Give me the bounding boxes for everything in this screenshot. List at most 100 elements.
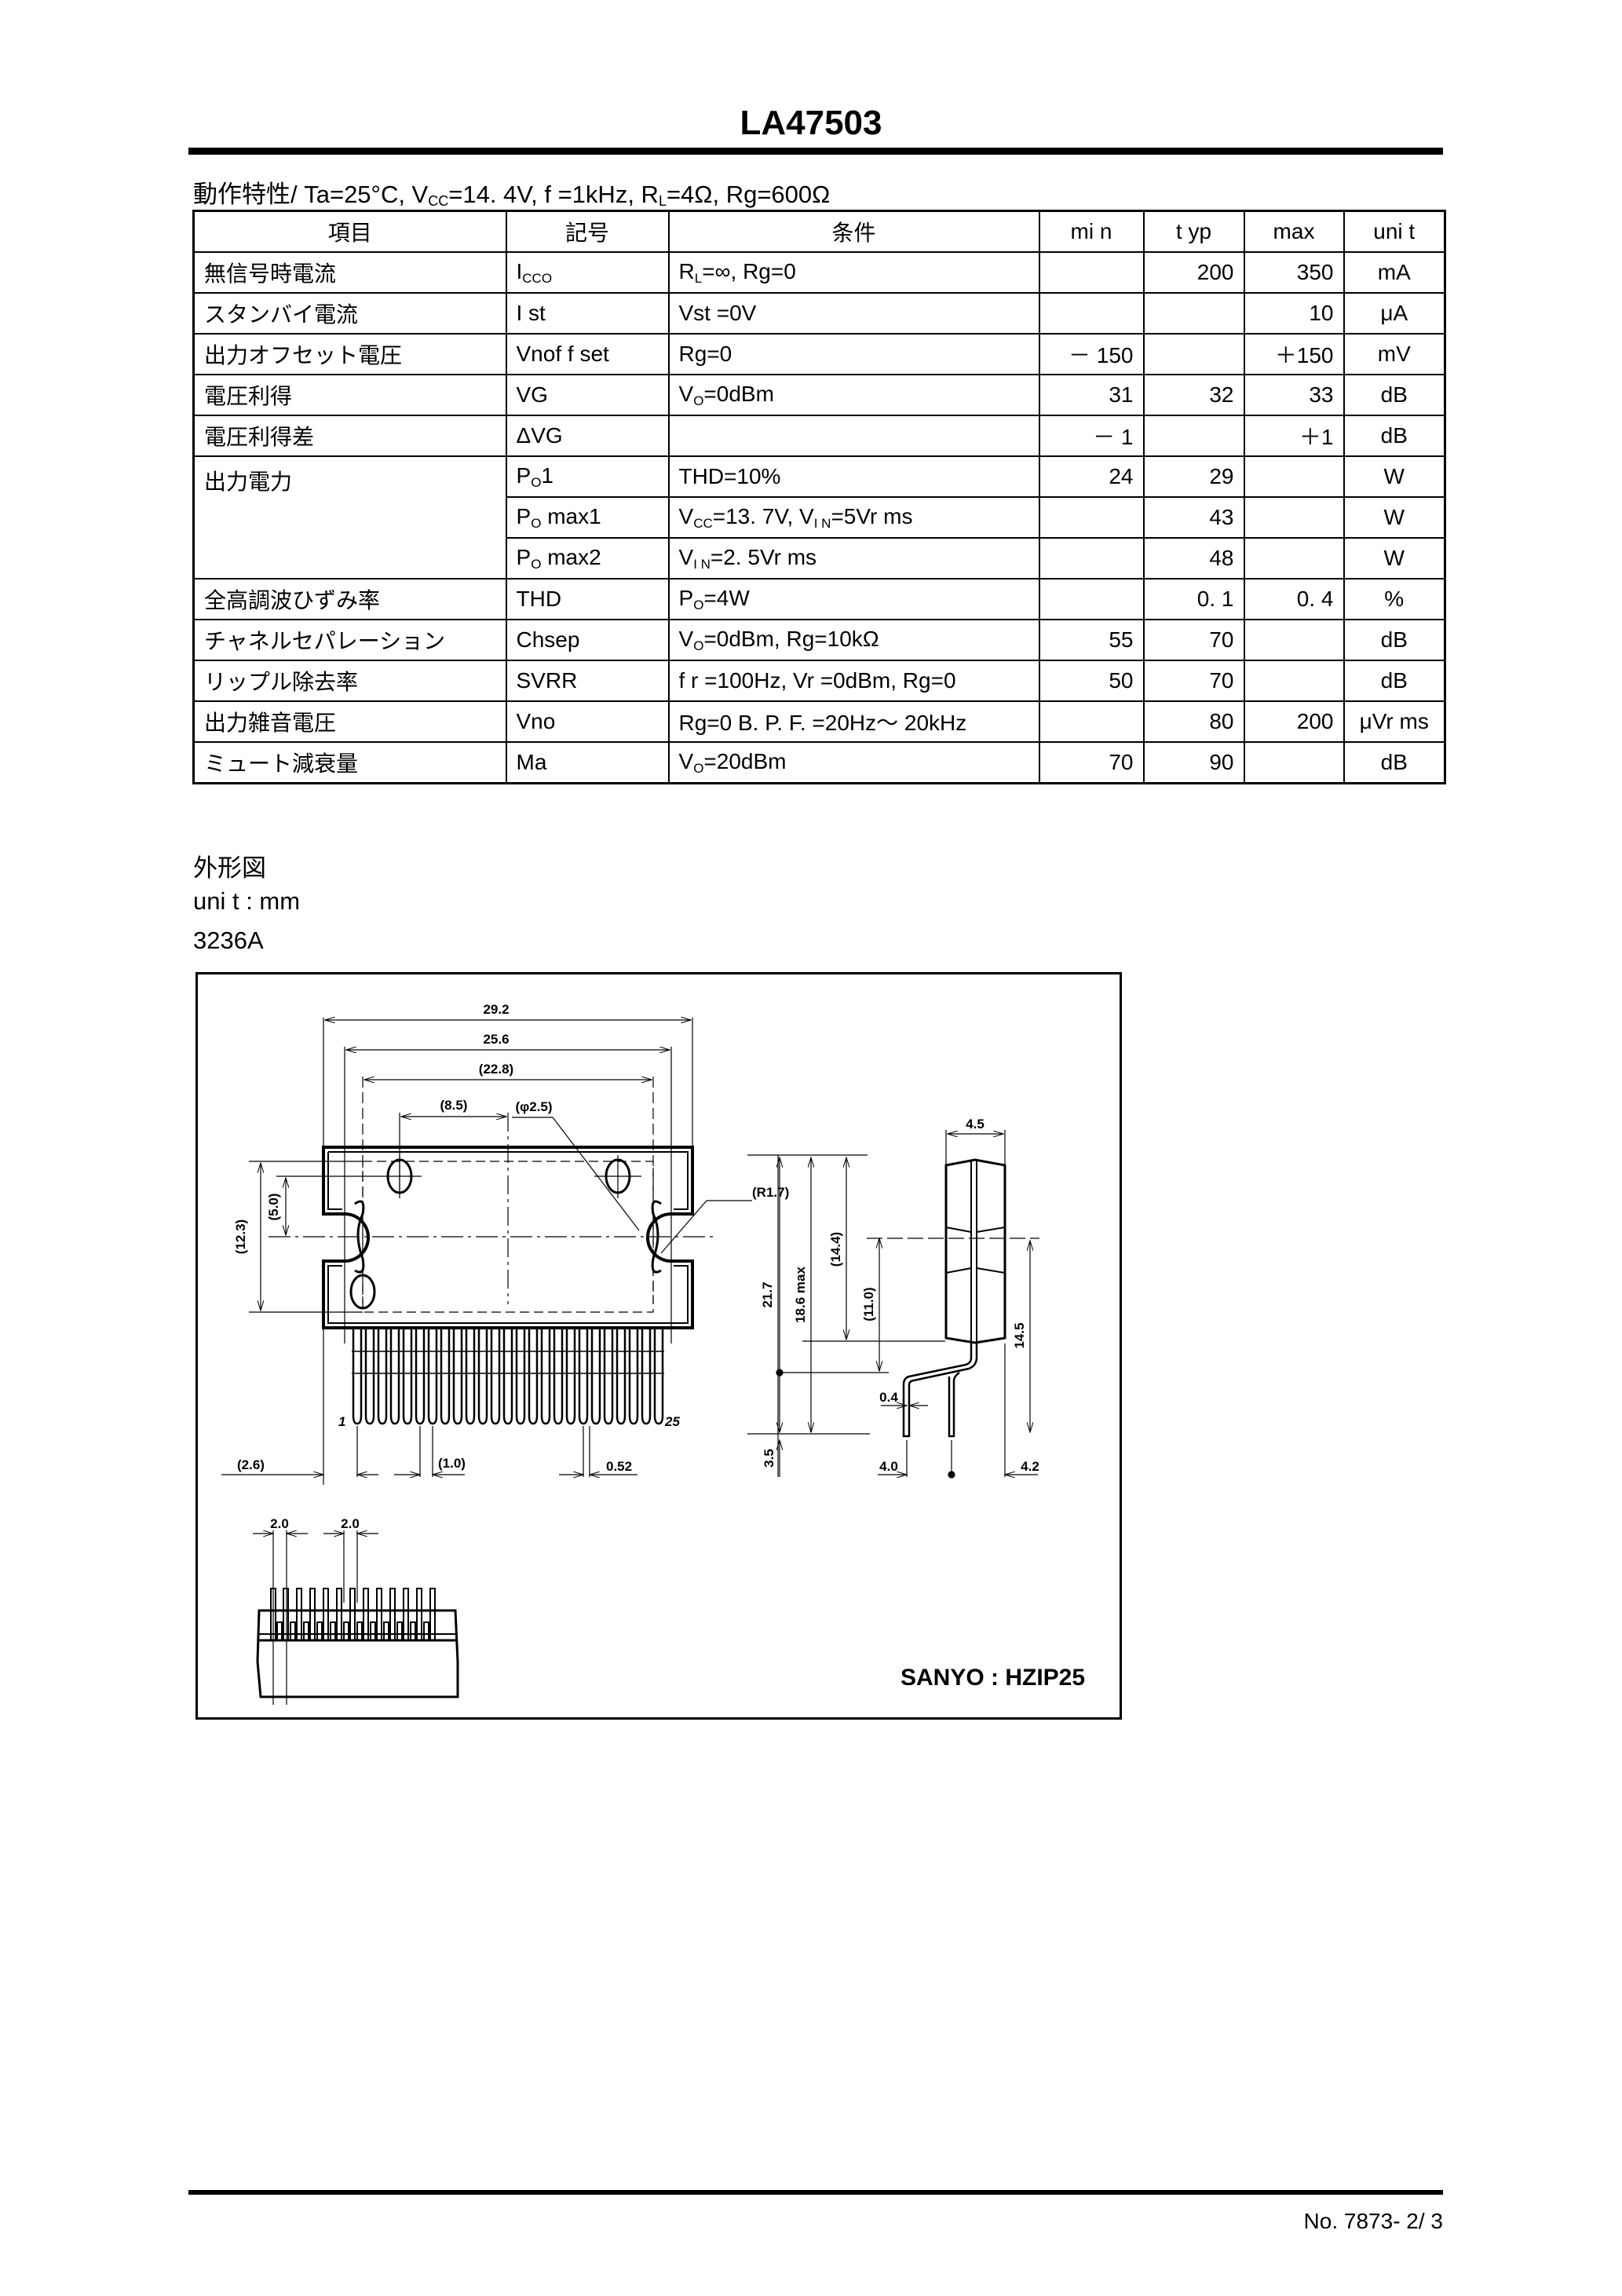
condition-subscript: L [694, 270, 703, 286]
table-row: ミュート減衰量 Ma VO=20dBm 70 90 dB [192, 741, 1446, 784]
cell-unit: μVr ms [1343, 700, 1446, 743]
cell-min [1038, 537, 1145, 579]
cell-condition: VCC=13. 7V, VI N=5Vr ms [667, 496, 1040, 539]
header-item: 項目 [192, 210, 507, 253]
cell-item: 出力雑音電圧 [192, 700, 507, 743]
cell-condition: VI N=2. 5Vr ms [667, 537, 1040, 579]
symbol-tail: 1 [541, 462, 553, 488]
condition-subscript: O [693, 597, 704, 612]
cell-item: 電圧利得差 [192, 415, 507, 457]
cell-item: スタンバイ電流 [192, 292, 507, 335]
cell-symbol: ICCO [505, 251, 670, 294]
cell-max [1243, 741, 1345, 784]
table-row: PO max2 VI N=2. 5Vr ms 48 W [194, 537, 1446, 579]
svg-text:(2.6): (2.6) [237, 1457, 265, 1472]
cell-symbol: PO1 [505, 455, 670, 498]
cell-min: 70 [1038, 741, 1145, 784]
cell-min [1038, 700, 1145, 743]
svg-text:18.6 max: 18.6 max [793, 1267, 808, 1323]
svg-text:2.0: 2.0 [270, 1516, 289, 1531]
condition-text: V [678, 381, 694, 406]
cell-item: チャネルセパレーション [192, 619, 507, 661]
cell-unit: dB [1343, 374, 1446, 416]
cell-unit: % [1343, 578, 1446, 620]
cell-symbol: Vno [505, 700, 670, 743]
conditions-label: 動作特性/ Ta=25°C, V [193, 181, 429, 208]
cell-item: 無信号時電流 [192, 251, 507, 294]
svg-text:0.52: 0.52 [606, 1459, 632, 1474]
cell-condition [667, 415, 1040, 457]
condition-subscript: O [693, 393, 704, 408]
cell-max [1243, 455, 1345, 498]
cell-min [1038, 578, 1145, 620]
operating-conditions: 動作特性/ Ta=25°C, VCC=14. 4V, f =1kHz, RL=4… [193, 174, 830, 210]
cell-typ: 70 [1142, 660, 1245, 702]
svg-text:25: 25 [664, 1414, 680, 1429]
condition-text: R [678, 258, 695, 283]
cell-typ: 43 [1142, 496, 1245, 539]
svg-text:4.2: 4.2 [1021, 1459, 1039, 1474]
cell-max: 200 [1243, 700, 1345, 743]
header-max: max [1243, 210, 1345, 253]
cell-typ: 48 [1142, 537, 1245, 579]
cell-unit: W [1343, 537, 1446, 579]
table-row: 電圧利得差 ΔVG － 1 ＋1 dB [192, 415, 1446, 457]
table-row: スタンバイ電流 I st Vst =0V 10 μA [192, 292, 1446, 335]
cell-typ [1142, 415, 1245, 457]
cell-symbol: Vnof f set [505, 333, 670, 375]
condition-text: P [678, 585, 694, 610]
table-row: 出力オフセット電圧 Vnof f set Rg=0 － 150 ＋150 mV [192, 333, 1446, 375]
symbol-subscript: O [531, 556, 542, 572]
svg-text:(5.0): (5.0) [266, 1194, 281, 1221]
cell-min: － 1 [1038, 415, 1145, 457]
symbol-tail: max2 [541, 544, 601, 569]
cell-condition: VO=20dBm [667, 741, 1040, 784]
condition-subscript: O [693, 638, 704, 653]
cell-symbol: SVRR [505, 660, 670, 702]
cell-symbol: ΔVG [505, 415, 670, 457]
header-symbol: 記号 [505, 210, 670, 253]
condition-text: V [678, 626, 694, 651]
svg-text:21.7: 21.7 [760, 1281, 775, 1307]
condition-tail: =2. 5Vr ms [710, 544, 817, 569]
svg-text:(22.8): (22.8) [479, 1062, 513, 1077]
cell-min: 55 [1038, 619, 1145, 661]
table-row: 電圧利得 VG VO=0dBm 31 32 33 dB [192, 374, 1446, 416]
cell-unit: dB [1343, 619, 1446, 661]
cell-unit: dB [1343, 415, 1446, 457]
table-row: リップル除去率 SVRR f r =100Hz, Vr =0dBm, Rg=0 … [192, 660, 1446, 702]
condition-text: V [678, 748, 694, 773]
svg-text:(1.0): (1.0) [438, 1456, 466, 1471]
svg-text:(11.0): (11.0) [861, 1287, 876, 1321]
cell-min: 50 [1038, 660, 1145, 702]
outline-code: 3236A [193, 927, 264, 954]
cell-typ: 90 [1142, 741, 1245, 784]
cell-condition: THD=10% [667, 455, 1040, 498]
table-row: 無信号時電流 ICCO RL=∞, Rg=0 200 350 mA [192, 251, 1446, 294]
cell-unit: μA [1343, 292, 1446, 335]
table-row: PO max1 VCC=13. 7V, VI N=5Vr ms 43 W [194, 496, 1446, 539]
symbol-subscript: CCO [522, 270, 553, 286]
svg-text:3.5: 3.5 [762, 1449, 776, 1468]
cell-condition: RL=∞, Rg=0 [667, 251, 1040, 294]
part-number-title: LA47503 [740, 104, 882, 142]
condition-subscript: CC [693, 515, 713, 531]
cell-typ: 200 [1142, 251, 1245, 294]
svg-text:0.4: 0.4 [879, 1390, 898, 1405]
cell-typ: 80 [1142, 700, 1245, 743]
cell-typ [1142, 333, 1245, 375]
header-unit: uni t [1343, 210, 1446, 253]
condition-subscript: O [693, 760, 704, 776]
cell-min: 31 [1038, 374, 1145, 416]
cell-min [1038, 251, 1145, 294]
conditions-mid: =14. 4V, f =1kHz, R [448, 181, 659, 208]
svg-text:29.2: 29.2 [483, 1002, 509, 1017]
outline-unit: uni t : mm [193, 887, 301, 915]
table-row: 出力雑音電圧 Vno Rg=0 B. P. F. =20Hz～ 20kHz 80… [192, 700, 1446, 743]
symbol-subscript: O [531, 515, 542, 531]
cell-condition: VO=0dBm [667, 374, 1040, 416]
header-min: mi n [1038, 210, 1145, 253]
condition-tail: =0dBm, Rg=10kΩ [703, 626, 879, 651]
cell-typ: 70 [1142, 619, 1245, 661]
cell-item: 出力電力 [192, 455, 507, 579]
